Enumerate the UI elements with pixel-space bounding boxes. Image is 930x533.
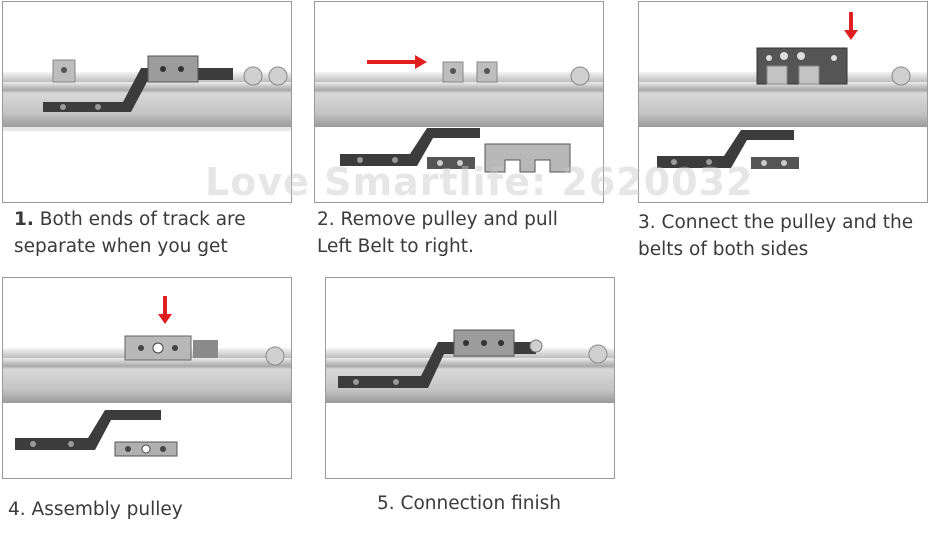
- caption-line: Remove pulley and pull: [340, 209, 558, 230]
- caption-line: Left Belt to right.: [317, 236, 474, 257]
- track-illustration: [3, 296, 291, 457]
- step-3-caption: 3. Connect the pulley and the belts of b…: [638, 209, 913, 263]
- step-number: 4.: [8, 499, 26, 520]
- step-number: 1.: [14, 209, 34, 230]
- caption-line: separate when you get: [14, 236, 228, 257]
- track-illustration: [3, 55, 291, 131]
- step-number: 3.: [638, 212, 656, 233]
- pulley-plate: [484, 143, 571, 173]
- caption-line: Assembly pulley: [31, 499, 183, 520]
- caption-line: Both ends of track are: [39, 209, 246, 230]
- step-4-photo: [2, 277, 292, 479]
- step-5-caption: 5. Connection finish: [377, 490, 561, 517]
- step-1-photo: [2, 1, 292, 203]
- step-number: 5.: [377, 493, 395, 514]
- track-illustration: [315, 55, 603, 173]
- end-stopper: [588, 344, 608, 364]
- step-1-caption: 1. Both ends of track are separate when …: [14, 206, 246, 260]
- track-illustration: [326, 329, 614, 403]
- belt-arm: [15, 410, 161, 450]
- arrow-down: [844, 12, 858, 40]
- watermark: Love Smartlife: 2620032: [205, 160, 754, 204]
- arrow-right: [367, 55, 427, 69]
- step-4-caption: 4. Assembly pulley: [8, 496, 183, 523]
- step-3-photo: [638, 1, 928, 203]
- caption-line: Connection finish: [400, 493, 561, 514]
- step-2-caption: 2. Remove pulley and pull Left Belt to r…: [317, 206, 558, 260]
- caption-line: Connect the pulley and the: [661, 212, 914, 233]
- track-illustration: [639, 12, 927, 169]
- step-number: 2.: [317, 209, 335, 230]
- arrow-down: [158, 296, 172, 324]
- belt-arm: [657, 130, 794, 168]
- step-5-photo: [325, 277, 615, 479]
- step-2-photo: [314, 1, 604, 203]
- caption-line: belts of both sides: [638, 239, 809, 260]
- belt-arm: [340, 128, 480, 166]
- end-stopper: [243, 66, 263, 86]
